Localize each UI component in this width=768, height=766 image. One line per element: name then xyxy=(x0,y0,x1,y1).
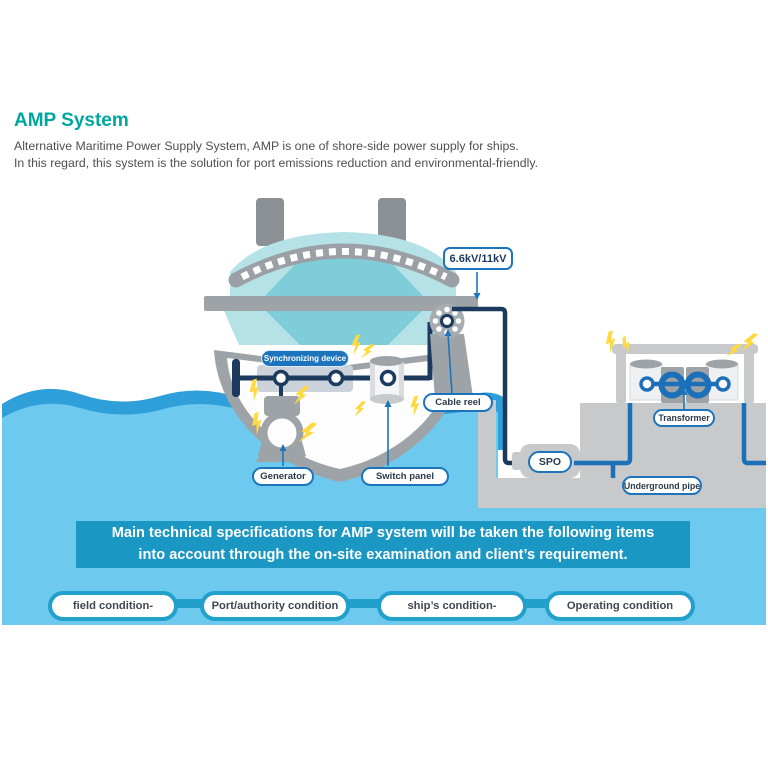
condition-connector-1 xyxy=(170,599,204,608)
pointer-arrowheads xyxy=(279,293,688,451)
water-body xyxy=(2,403,766,625)
subtitle-line-2: In this regard, this system is the solut… xyxy=(14,155,538,170)
ship-hull-band-center xyxy=(266,311,422,345)
ship-funnel-right xyxy=(378,198,406,246)
condition-pill-operating: Operating condition xyxy=(545,591,695,621)
transformer-station xyxy=(612,344,758,403)
subtitle-line-1: Alternative Maritime Power Supply System… xyxy=(14,139,519,153)
specifications-banner: Main technical specifications for AMP sy… xyxy=(76,521,690,568)
synchronizing-device-label: Synchronizing device xyxy=(261,350,349,367)
underground-pipe-label: Underground pipe xyxy=(622,476,702,495)
switch-panel-label: Switch panel xyxy=(361,467,449,486)
busbar-end-bar xyxy=(232,359,240,397)
transformer-node-right xyxy=(715,376,731,392)
condition-connector-3 xyxy=(522,599,548,608)
transformer-coil-left xyxy=(658,371,686,399)
spo-label: SPO xyxy=(528,451,572,473)
bus-node-1 xyxy=(272,369,290,387)
transformer-coil-right xyxy=(684,371,712,399)
generator-label: Generator xyxy=(252,467,314,486)
bus-node-3 xyxy=(379,369,397,387)
ship-dome-center xyxy=(264,256,424,297)
condition-pill-ship: ship’s condition- xyxy=(377,591,527,621)
ship-bridge-windows xyxy=(240,248,448,281)
voltage-label: 6.6kV/11kV xyxy=(443,247,513,270)
engine-room xyxy=(232,322,433,462)
bus-node-2 xyxy=(327,369,345,387)
shore-cable xyxy=(452,306,527,466)
switch-panel-unit xyxy=(370,356,404,404)
cable-reel-unit xyxy=(429,303,474,412)
cable-reel-label: Cable reel xyxy=(423,393,493,412)
generator-unit xyxy=(256,396,308,462)
page-subtitle: Alternative Maritime Power Supply System… xyxy=(14,138,538,172)
condition-pill-port-authority: Port/authority condition xyxy=(200,591,350,621)
transformer-label: Transformer xyxy=(653,409,715,427)
banner-line-2: into account through the on-site examina… xyxy=(138,546,628,563)
transformer-node-left xyxy=(639,376,655,392)
condition-pill-field: field condition- xyxy=(48,591,178,621)
ship-funnel-left xyxy=(256,198,284,246)
banner-line-1: Main technical specifications for AMP sy… xyxy=(111,524,655,541)
page-title: AMP System xyxy=(14,110,129,131)
condition-connector-2 xyxy=(346,599,380,608)
ship-deck-band xyxy=(204,296,478,311)
